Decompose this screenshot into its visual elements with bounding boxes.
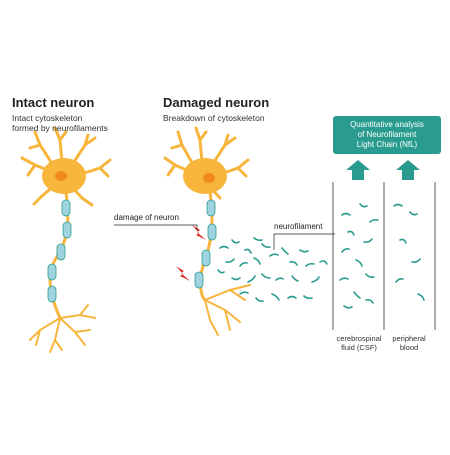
blood-label: peripheral blood: [392, 334, 426, 352]
intact-nucleus: [55, 171, 67, 181]
neurofilament-callout: neurofilament: [274, 222, 323, 231]
blood-arrow-icon: [396, 160, 420, 180]
csf-label: cerebrospinal fluid (CSF): [336, 334, 382, 352]
intact-myelin-sheaths: [47, 199, 72, 303]
released-neurofilaments: [217, 237, 328, 302]
damaged-subtitle: Breakdown of cytoskeleton: [163, 113, 265, 123]
intact-title: Intact neuron: [12, 95, 95, 110]
intact-axon-terminals: [29, 304, 96, 353]
csf-arrow-icon: [346, 160, 370, 180]
damaged-title: Damaged neuron: [163, 95, 270, 110]
damage-callout: damage of neuron: [114, 213, 179, 222]
nfl-analysis-box: Quantitative analysis of Neurofilament L…: [333, 116, 441, 154]
neurofilament-callout-line: [273, 233, 335, 250]
lightning-lower-icon: [176, 266, 190, 281]
damaged-nucleus: [203, 173, 215, 183]
lightning-upper-icon: [192, 225, 206, 240]
column-lines: [332, 182, 436, 330]
blood-neurofilaments: [393, 203, 425, 301]
csf-neurofilaments: [339, 203, 379, 309]
intact-neuron: [20, 126, 112, 353]
damaged-axon-terminals: [204, 284, 251, 336]
intact-subtitle: Intact cytoskeleton formed by neurofilam…: [12, 113, 108, 133]
damaged-myelin-sheaths: [194, 199, 217, 289]
analysis-arrows: [346, 160, 420, 180]
damaged-neuron: [163, 126, 251, 336]
